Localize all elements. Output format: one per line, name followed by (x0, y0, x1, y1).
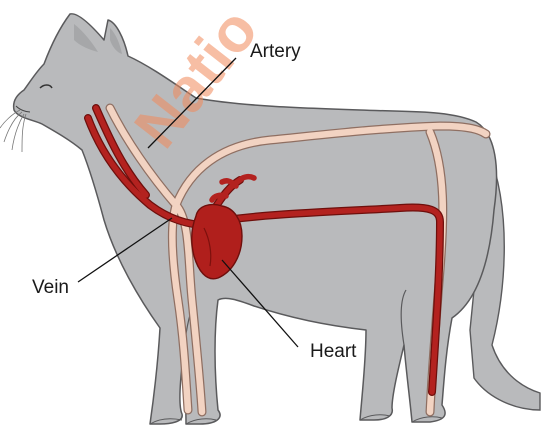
artery-label: Artery (250, 41, 301, 62)
heart-label: Heart (310, 341, 357, 362)
vein-label: Vein (32, 277, 69, 298)
